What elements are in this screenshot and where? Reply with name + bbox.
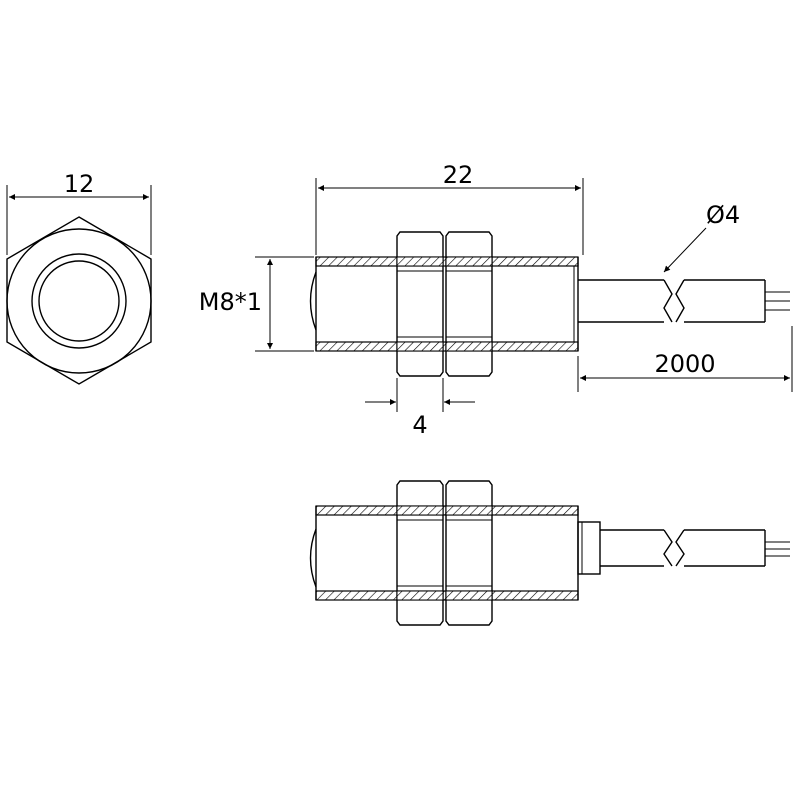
end-view: 12 [6, 170, 152, 385]
cable-break-right [675, 529, 685, 567]
body-length-label: 22 [443, 161, 474, 189]
nut-thickness-label: 4 [412, 411, 427, 439]
nut-left-thread-bottom [396, 341, 444, 352]
cable-length-label: 2000 [654, 350, 715, 378]
nut-left-thread-bottom [396, 590, 444, 601]
nut-right [445, 480, 493, 626]
cable-break-left [663, 529, 673, 567]
hex-nut-outline [6, 216, 152, 385]
thread-label: M8*1 [199, 288, 262, 316]
nut-right-thread-bottom [445, 341, 493, 352]
body-outer-circle [31, 253, 127, 349]
nut-left [396, 480, 444, 626]
nut-right-thread-top [445, 256, 493, 267]
side-view-top: 22 M8*1 4 Ø4 2000 [199, 161, 793, 439]
sensing-face [309, 271, 317, 331]
sensing-face [309, 528, 317, 588]
cable-diameter-label: Ø4 [706, 201, 740, 229]
nut-right [445, 231, 493, 377]
nut-left [396, 231, 444, 377]
strain-relief [577, 521, 601, 575]
cable-diameter-leader [663, 227, 707, 273]
nut-right-thread-bottom [445, 590, 493, 601]
nut-left-thread-top [396, 505, 444, 516]
nut-right-thread-top [445, 505, 493, 516]
cable-break-right [675, 279, 685, 323]
side-view-bottom [309, 480, 790, 626]
face-circle [38, 260, 120, 342]
hex-width-label: 12 [64, 170, 95, 198]
nut-left-thread-top [396, 256, 444, 267]
cable-break-left [663, 279, 673, 323]
nut-chamfer-circle [6, 228, 152, 374]
